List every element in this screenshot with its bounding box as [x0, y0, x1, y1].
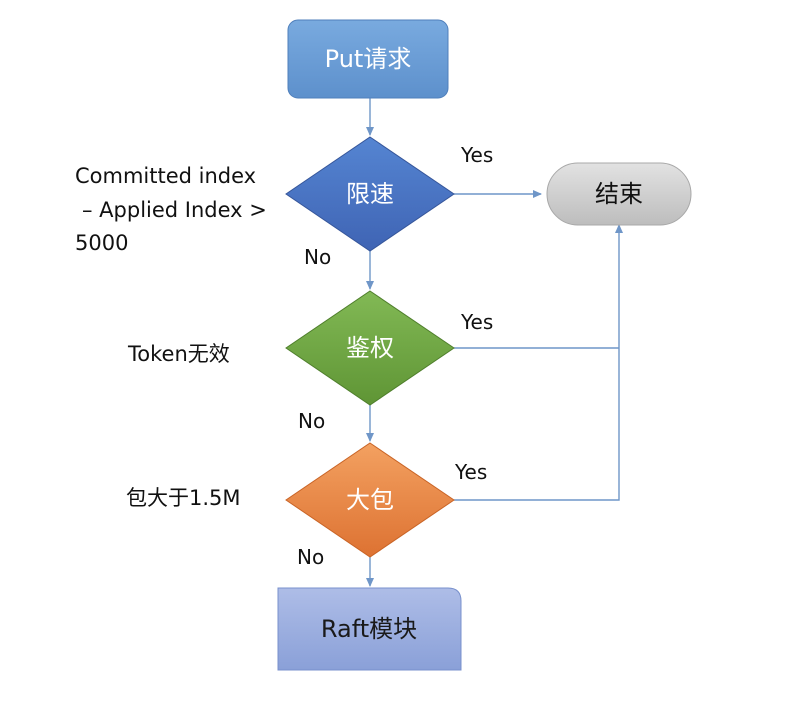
edge-big-packet-yes-to-end [454, 224, 623, 501]
rate-limit-label: 限速 [346, 180, 394, 208]
rate-limit-condition-line-1: Committed index [75, 164, 256, 188]
raft-module-node [277, 587, 462, 671]
rate-limit-condition-line-3: 5000 [75, 231, 128, 255]
auth-diamond [285, 290, 455, 406]
put-request-node [287, 19, 449, 99]
big-packet-yes-label: Yes [454, 460, 487, 484]
rate-limit-diamond [285, 136, 455, 252]
end-label: 结束 [595, 180, 643, 208]
rate-limit-no-label: No [304, 245, 331, 269]
big-packet-condition: 包大于1.5M [126, 486, 241, 510]
big-packet-no-label: No [297, 545, 324, 569]
big-packet-diamond [285, 442, 455, 558]
end-node [546, 162, 692, 226]
auth-yes-label: Yes [460, 310, 493, 334]
auth-label: 鉴权 [346, 334, 394, 362]
put-request-label: Put请求 [325, 45, 412, 73]
rate-limit-yes-label: Yes [460, 143, 493, 167]
auth-condition: Token无效 [127, 342, 230, 366]
auth-no-label: No [298, 409, 325, 433]
raft-module-label: Raft模块 [321, 615, 417, 643]
rate-limit-condition-line-2: – Applied Index > [82, 198, 267, 222]
big-packet-label: 大包 [346, 486, 394, 514]
